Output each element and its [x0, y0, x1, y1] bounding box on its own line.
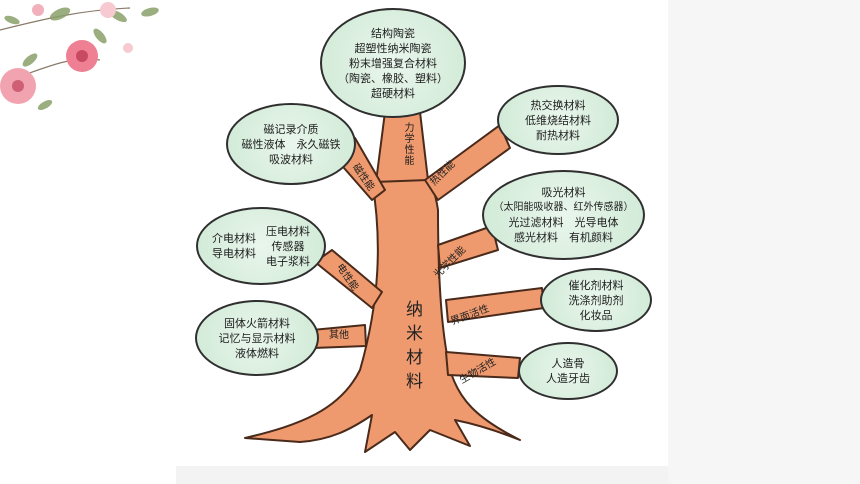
material-text: 化妆品: [579, 308, 613, 322]
bubble-interface-materials: 催化剂材料 洗涤剂助剂 化妆品: [540, 268, 652, 332]
material-text: 催化剂材料: [568, 278, 624, 292]
branch-label-other: 其他: [329, 330, 349, 341]
material-text: 结构陶瓷: [371, 26, 415, 40]
bubble-optical-materials: 吸光材料 （太阳能吸收器、红外传感器） 光过滤材料 光导电体 感光材料 有机颜料: [482, 170, 645, 260]
material-text: 介电材料: [212, 232, 256, 245]
material-text: 固体火箭材料: [224, 316, 290, 330]
branch-label-mechanical: 力学性能: [402, 122, 413, 166]
material-text: 液体燃料: [235, 346, 279, 360]
bubble-magnetic-materials: 磁记录介质 磁性液体 永久磁铁 吸波材料: [226, 103, 356, 185]
material-text: 传感器: [271, 239, 305, 253]
material-text: 人造牙齿: [546, 372, 590, 385]
material-text: 耐热材料: [536, 128, 580, 142]
material-text: 粉末增强复合材料: [349, 56, 437, 70]
trunk-title: 纳米材料: [402, 300, 422, 396]
bubble-bio-materials: 人造骨 人造牙齿: [518, 342, 618, 400]
right-side-panel: [668, 0, 860, 484]
material-text: 电子浆料: [266, 254, 310, 268]
electric-column-right: 压电材料 传感器 电子浆料: [266, 224, 310, 269]
bubble-thermal-materials: 热交换材料 低维烧结材料 耐热材料: [497, 85, 619, 155]
bottom-strip: [176, 466, 668, 484]
material-text: （太阳能吸收器、红外传感器）: [493, 202, 634, 213]
material-text: 热交换材料: [530, 98, 586, 112]
material-text: 超硬材料: [371, 86, 415, 100]
bubble-other-materials: 固体火箭材料 记忆与显示材料 液体燃料: [195, 300, 319, 376]
material-text: 超塑性纳米陶瓷: [354, 41, 432, 55]
material-text: 磁记录介质: [263, 122, 319, 136]
material-text: 吸波材料: [269, 152, 313, 166]
material-text: 压电材料: [266, 224, 310, 238]
material-text: 磁性液体 永久磁铁: [241, 137, 341, 151]
material-text: 记忆与显示材料: [218, 331, 296, 345]
electric-column-left: 介电材料 导电材料: [212, 231, 256, 261]
material-text: 人造骨: [551, 357, 585, 370]
flower-branch-icon: [0, 2, 159, 111]
bubble-electric-materials: 介电材料 导电材料 压电材料 传感器 电子浆料: [196, 207, 326, 285]
material-text: 低维烧结材料: [525, 113, 591, 127]
material-text: 感光材料 有机颜料: [514, 231, 613, 244]
material-text: 导电材料: [212, 247, 256, 260]
material-text: 洗涤剂助剂: [568, 293, 624, 307]
material-text: 光过滤材料 光导电体: [508, 216, 619, 229]
bubble-mechanical-materials: 结构陶瓷 超塑性纳米陶瓷 粉末增强复合材料 （陶瓷、橡胶、塑料） 超硬材料: [320, 8, 466, 118]
material-text: 吸光材料: [541, 186, 586, 199]
material-text: （陶瓷、橡胶、塑料）: [338, 71, 448, 85]
